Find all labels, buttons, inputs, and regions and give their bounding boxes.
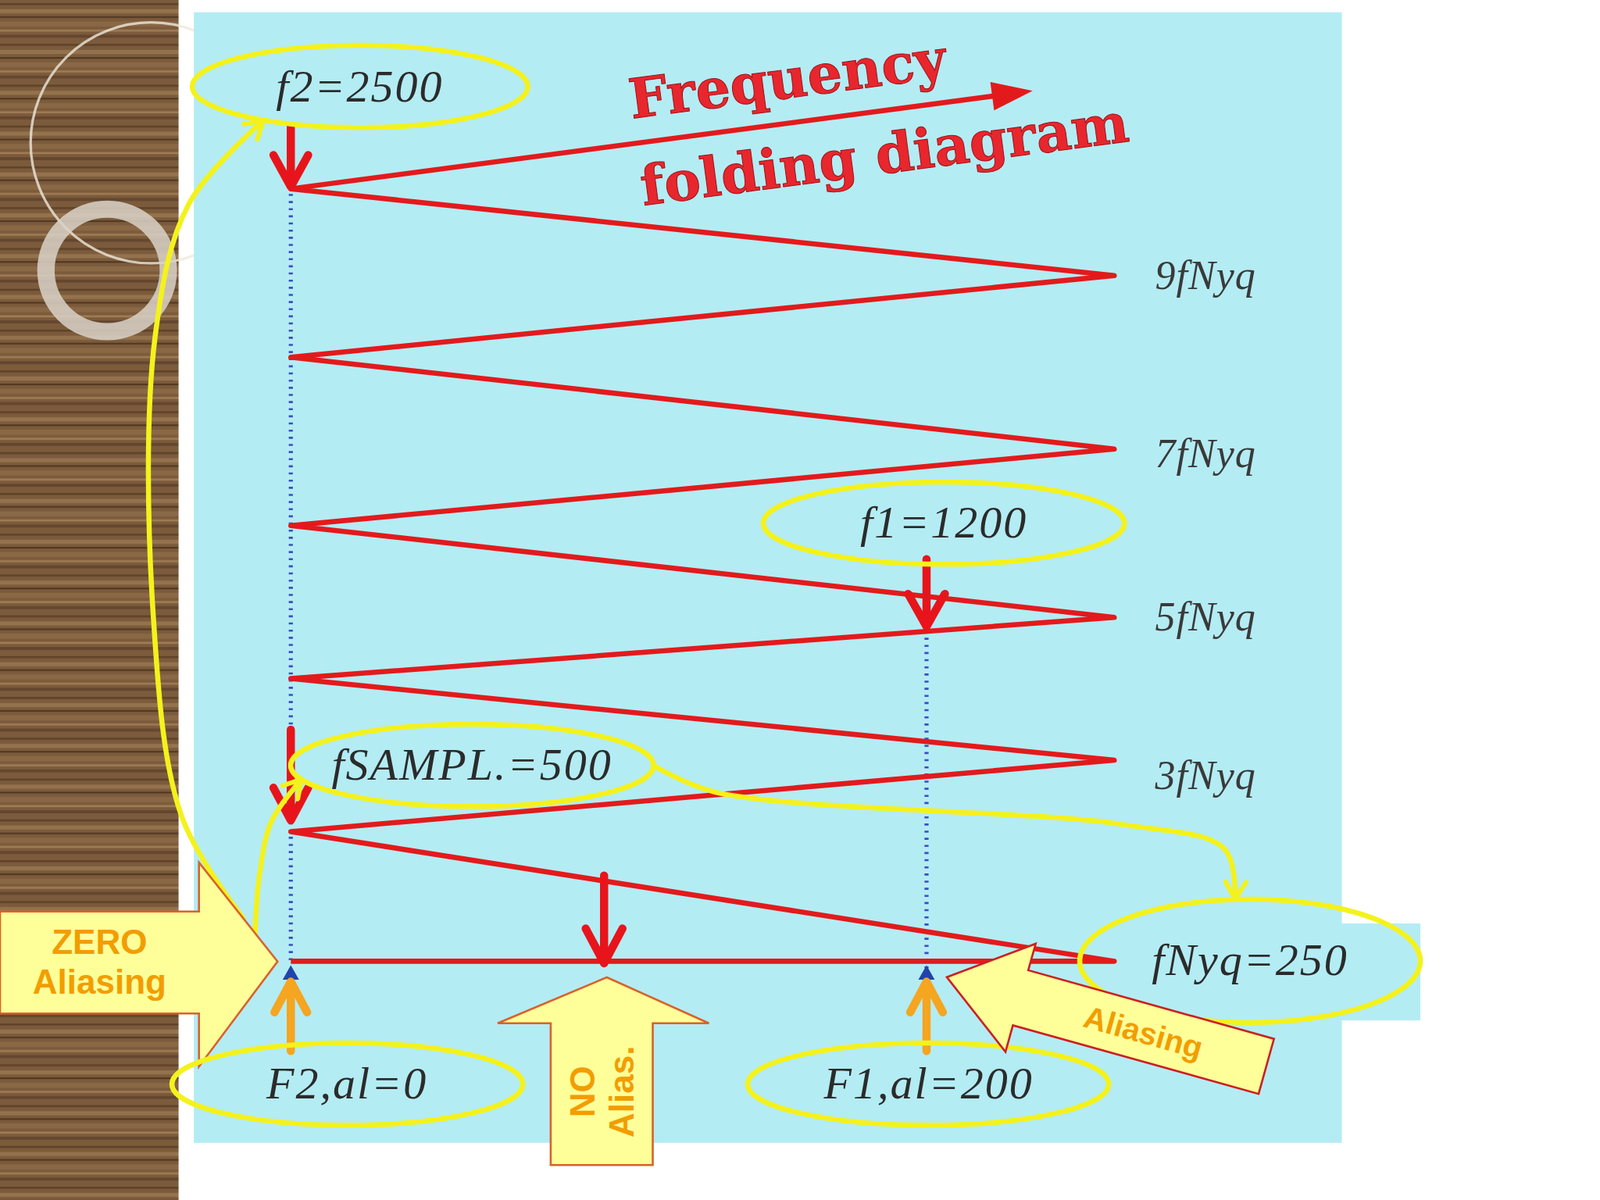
axis-label-wrap: 3fNyq [1155,752,1257,800]
text-holder: fSAMPL.=500 [331,739,612,792]
block-arrow-shape [497,977,709,1165]
callout-ellipse [192,45,529,128]
dotted-marker-line [289,193,293,965]
callout-ellipse [747,1042,1109,1125]
arrow-text: ZERO Aliasing [7,922,192,1002]
callout-ellipse [290,724,654,807]
dotted-marker-line [924,630,929,975]
orange-pointer-arrow [910,981,943,1012]
axis-label: 9fNyq [1155,252,1257,300]
red-pointer-arrow [907,593,945,627]
callout-text: fSAMPL.=500 [331,739,612,792]
curved-arrow [653,765,1236,900]
text-holder: f1=1200 [860,496,1028,550]
block-arrow-shape [0,862,278,1067]
folding-line [290,95,1115,962]
callout-text: F2,al=0 [266,1057,428,1111]
callout-ellipse [763,482,1125,565]
callout-text: F1,al=200 [823,1057,1033,1111]
callout-text: f2=2500 [275,60,443,114]
frequency-callout: F2,al=0 [168,1039,526,1129]
text-holder: NO Alias. [553,1022,650,1161]
zero-aliasing-arrow: ZERO Aliasing [0,862,278,1067]
curved-arrow [255,779,302,934]
block-arrow-shape [932,923,1282,1122]
text-holder: f2=2500 [275,60,443,114]
no-alias-arrow: NO Alias. [497,977,709,1165]
text-holder: F1,al=200 [823,1057,1033,1111]
title-wrap: Frequency folding diagram [623,0,1139,231]
callout-ellipse [171,1042,523,1125]
red-pointer-arrow [585,928,623,964]
axis-label: 7fNyq [1155,430,1257,478]
red-pointer-arrow [600,875,608,962]
point-marker [282,965,300,980]
text-holder: fNyq=250 [1151,934,1349,987]
red-pointer-arrow [273,155,308,187]
frequency-callout: fSAMPL.=500 [287,721,657,810]
arrow-text: Aliasing [1080,998,1208,1066]
decor-ring [46,209,169,333]
axis-label: 5fNyq [1155,593,1257,641]
arrow-text: NO Alias. [562,1022,642,1161]
orange-pointer-arrow [274,981,308,1012]
text-holder: F2,al=0 [266,1057,428,1111]
axis-label-wrap: 7fNyq [1155,430,1257,478]
curved-arrow [148,120,264,918]
point-marker [918,965,936,980]
axis-label-wrap: 9fNyq [1155,252,1257,300]
axis-label: 3fNyq [1155,752,1257,800]
frequency-callout: f1=1200 [760,478,1128,568]
callout-text: fNyq=250 [1151,934,1349,987]
callout-text: f1=1200 [860,496,1028,550]
text-holder: ZERO Aliasing [7,912,192,1012]
frequency-callout: f2=2500 [189,42,532,131]
diagram-title: Frequency folding diagram [623,0,1139,231]
axis-label-wrap: 5fNyq [1155,593,1257,641]
text-holder: Aliasing [1021,974,1266,1091]
frequency-callout: F1,al=200 [744,1039,1112,1129]
